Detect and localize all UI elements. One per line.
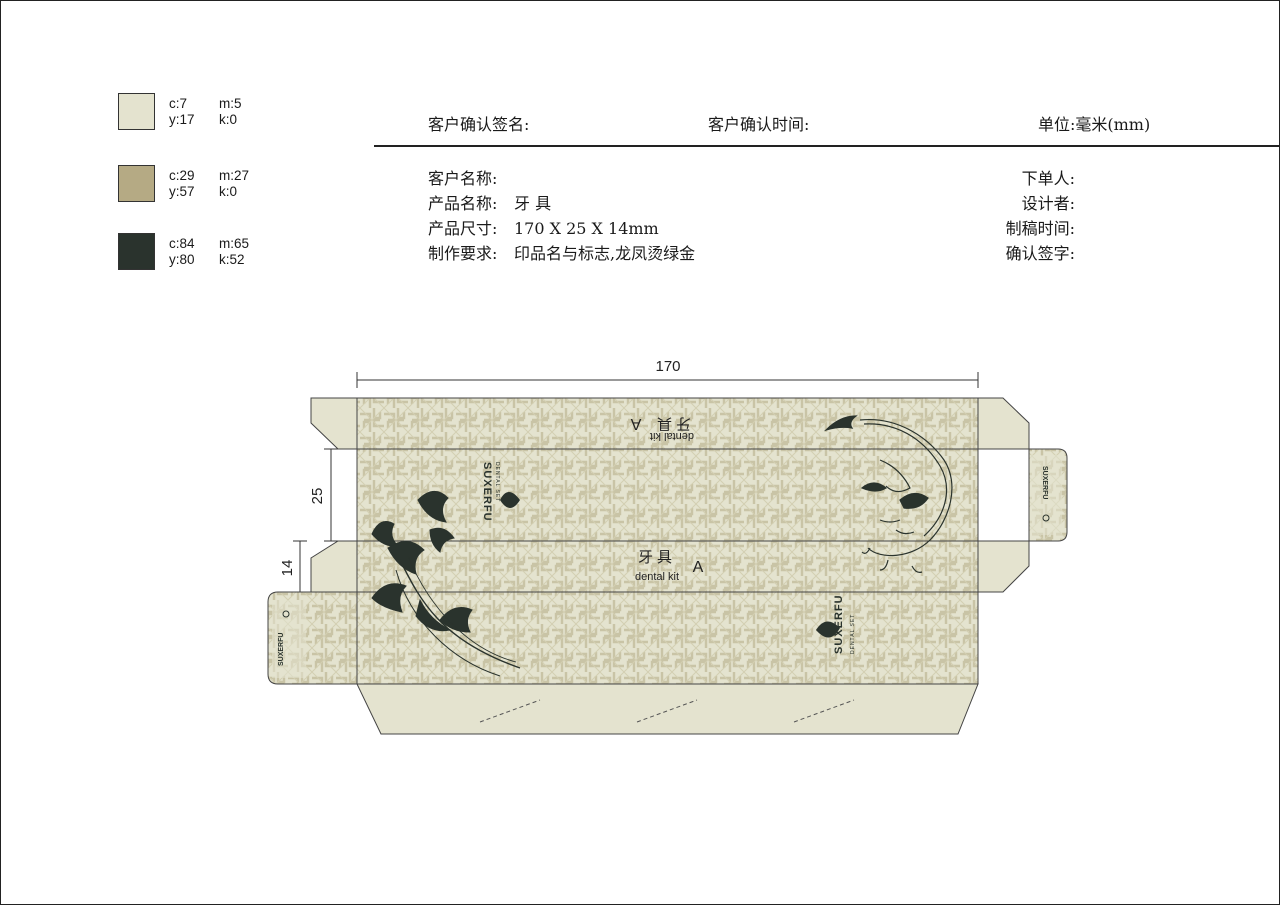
order-info-right: 下单人: 设计者: 制稿时间: 确认签字: (960, 166, 1075, 266)
bottom-product-cn: 牙具 (638, 549, 676, 566)
flap-right-top (977, 397, 1030, 450)
info-requirements: 制作要求:印品名与标志,龙凤烫绿金 (428, 244, 696, 263)
info-orderer: 下单人: (1021, 169, 1075, 188)
dimension-height: 25 (309, 448, 338, 542)
recycle-icon (1042, 514, 1050, 522)
swatch-dark-chip (118, 233, 155, 270)
svg-text:SUXERFU: SUXERFU (1041, 466, 1048, 499)
svg-text:DENTAL SET: DENTAL SET (494, 462, 500, 502)
svg-text:SUXERFU: SUXERFU (481, 462, 493, 522)
brand-logo-front: SUXERFU DENTAL SET (481, 462, 520, 522)
dimension-length: 170 (356, 358, 979, 388)
brand-logo-back: SUXERFU DENTAL SET (816, 594, 856, 654)
top-product-en: dental kit (650, 430, 694, 442)
bottom-panel-label: 牙具 dental kit A (635, 549, 704, 583)
swatch-light-chip (118, 93, 155, 130)
recycle-icon (282, 610, 290, 618)
customer-time-label: 客户确认时间: (708, 115, 810, 134)
panel-front (356, 448, 979, 542)
top-product-cn: 牙具 (653, 415, 691, 432)
order-info-left: 客户名称: 产品名称:牙 具 产品尺寸:170 X 25 X 14mm 制作要求… (428, 166, 695, 266)
top-panel-mark: A (630, 415, 641, 432)
panel-back (356, 591, 979, 685)
bottom-product-en: dental kit (635, 571, 679, 583)
flap-left-top (310, 397, 358, 450)
glue-flap-bottom (356, 683, 979, 735)
info-designer: 设计者: (1021, 194, 1075, 213)
swatch-khaki-chip (118, 165, 155, 202)
flap-right-mid (977, 540, 1030, 593)
info-confirm-sign: 确认签字: (1005, 244, 1075, 263)
dimension-length-label: 170 (655, 358, 680, 375)
dimension-height-label: 25 (309, 488, 326, 505)
svg-text:SUXERFU: SUXERFU (278, 633, 285, 666)
brand-logo-tuck-right: SUXERFU (1041, 466, 1050, 522)
dimension-depth-label: 14 (279, 560, 296, 577)
info-product-name: 产品名称:牙 具 (428, 194, 552, 213)
info-draft-time: 制稿时间: (1005, 219, 1075, 238)
customer-sign-label: 客户确认签名: (428, 115, 530, 134)
unit-label: 单位:毫米(mm) (1038, 115, 1151, 134)
dragon-illustration (823, 415, 953, 573)
svg-text:DENTAL SET: DENTAL SET (850, 614, 856, 654)
phoenix-illustration (371, 491, 521, 677)
info-customer-name: 客户名称: (428, 169, 498, 188)
svg-text:SUXERFU: SUXERFU (833, 594, 845, 654)
leaf-icon (500, 492, 520, 508)
header-rule (374, 145, 1280, 147)
leaf-icon (816, 621, 840, 638)
flap-left-mid (310, 540, 358, 593)
panel-bottom (356, 540, 979, 593)
brand-logo-tuck-left: SUXERFU (278, 610, 290, 666)
dimension-depth: 14 (279, 540, 307, 593)
top-panel-label: 牙具 A dental kit (630, 415, 694, 442)
info-product-size: 产品尺寸:170 X 25 X 14mm (428, 219, 659, 238)
bottom-panel-mark: A (693, 559, 704, 576)
